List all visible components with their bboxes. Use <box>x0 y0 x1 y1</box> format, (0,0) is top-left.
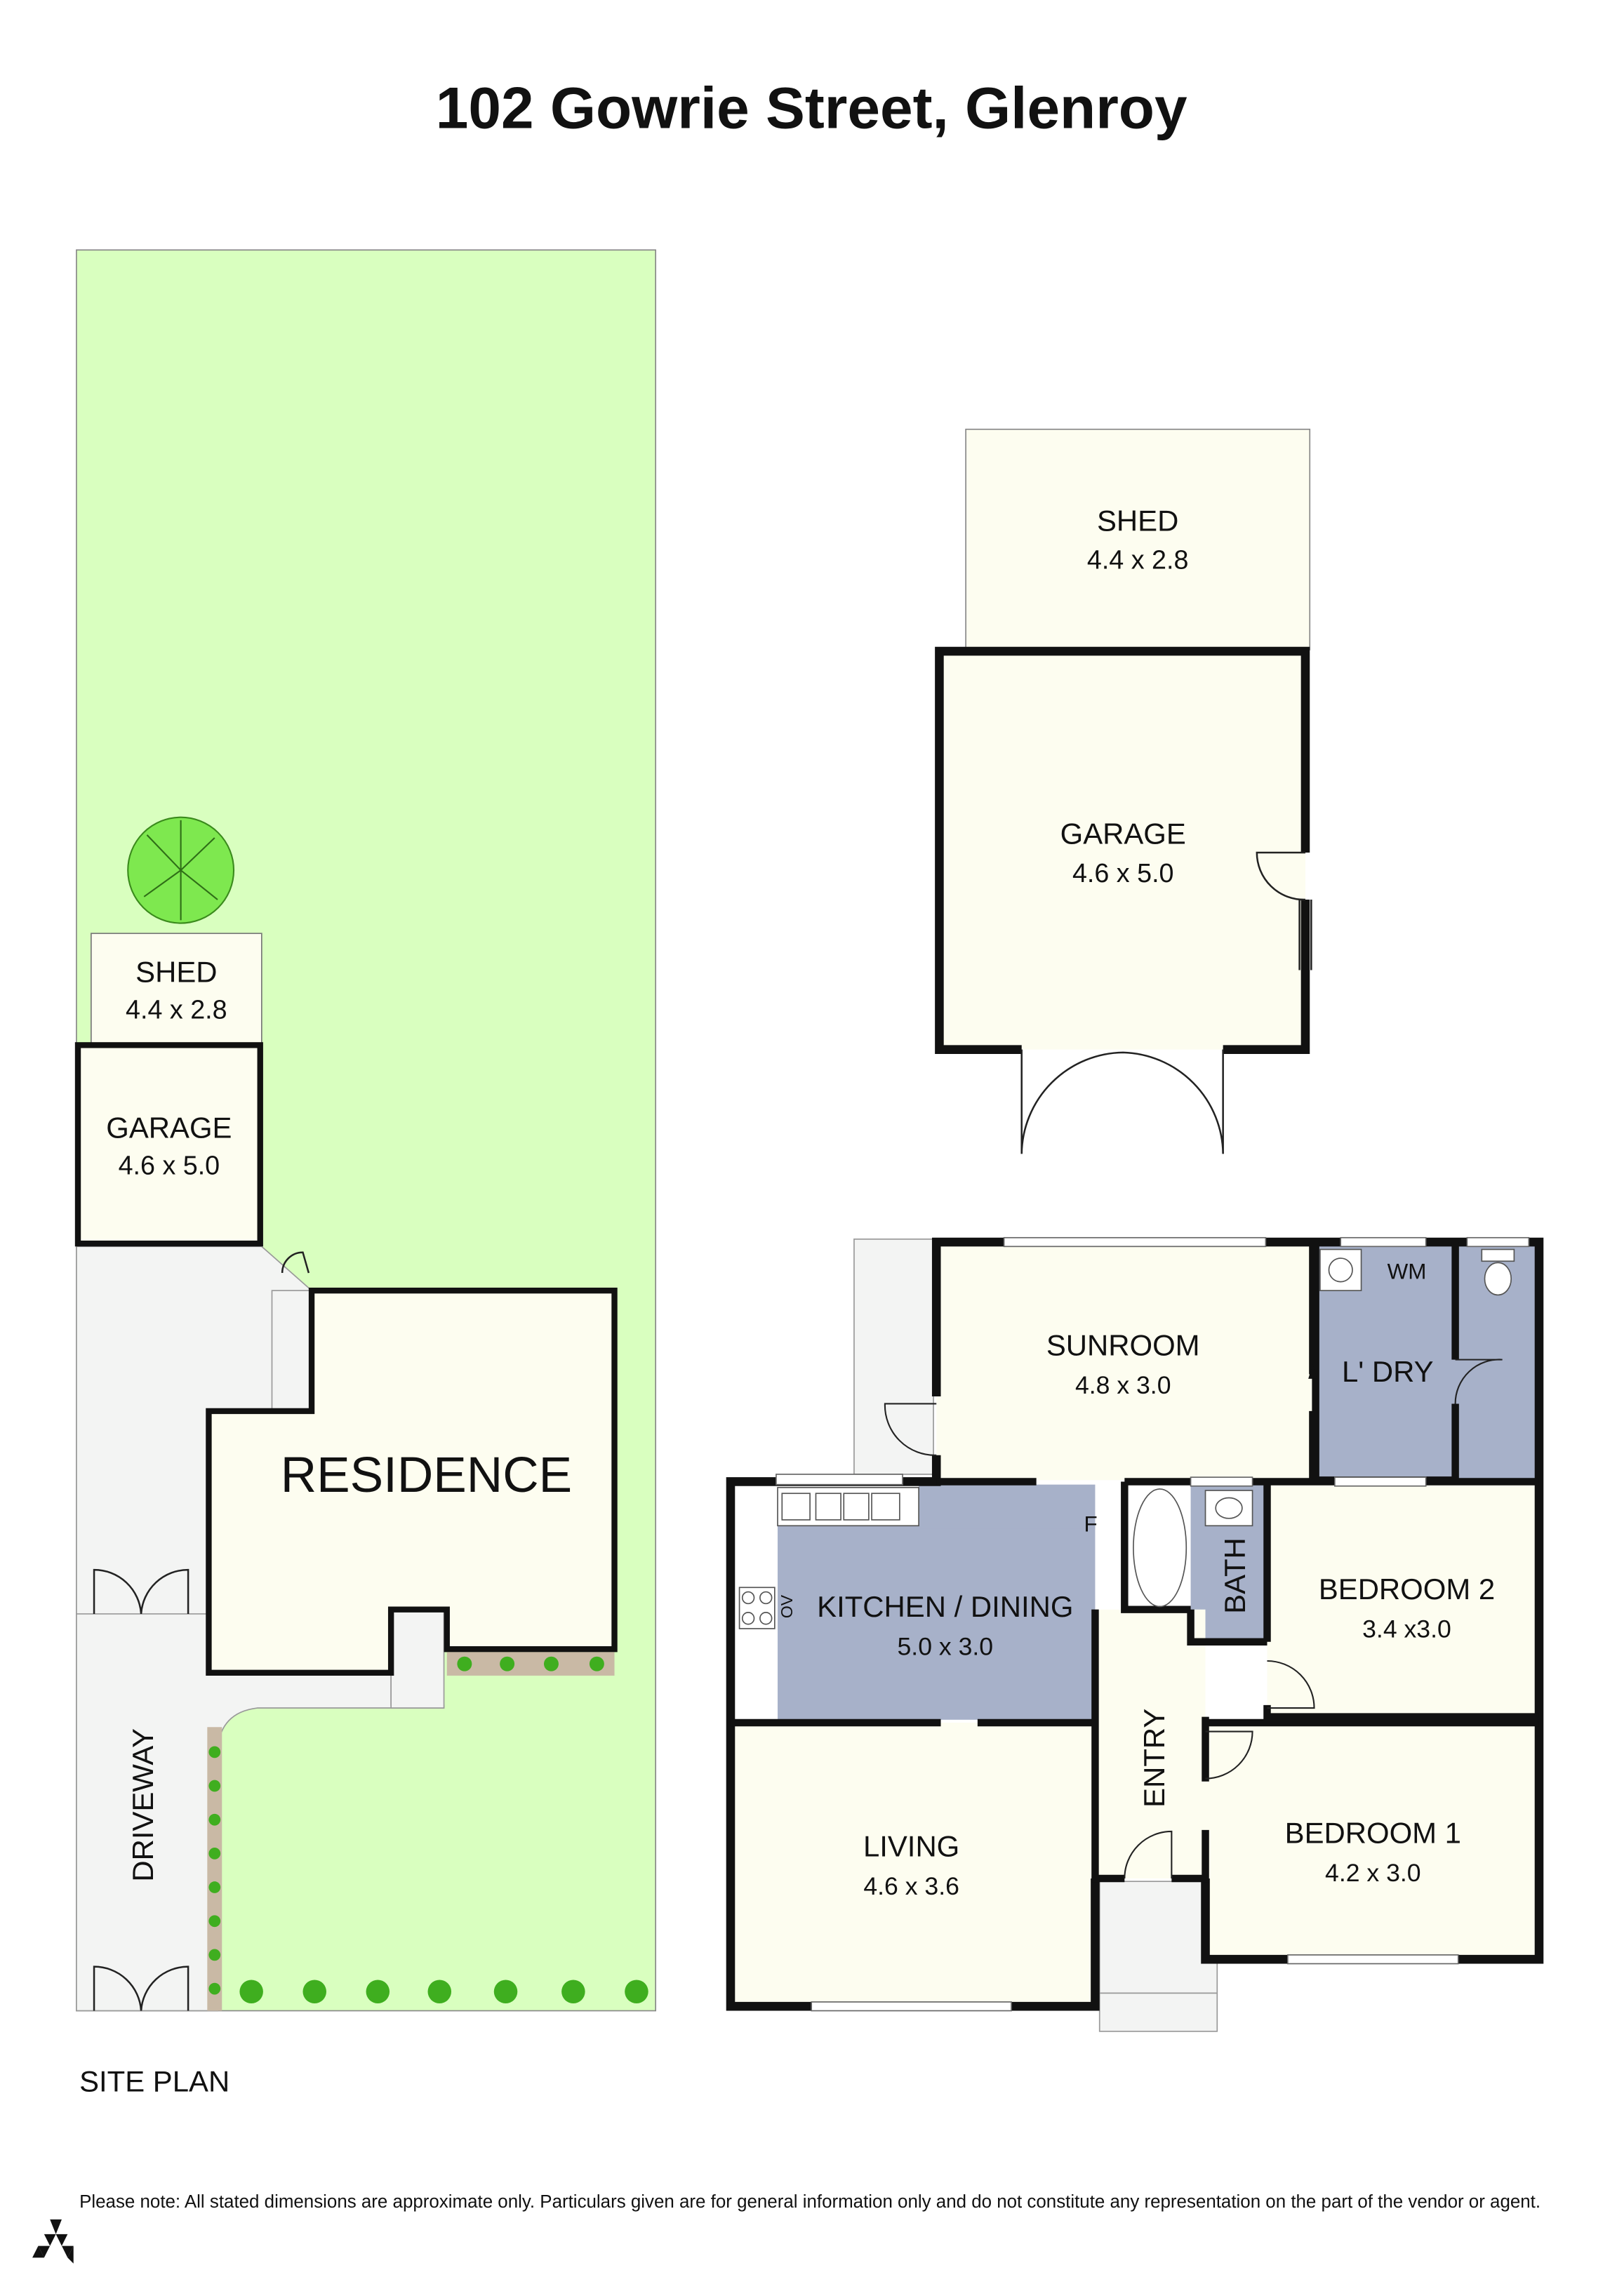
living-dims: 4.6 x 3.6 <box>863 1872 959 1900</box>
toilet-icon <box>1481 1248 1515 1296</box>
driveway-label: DRIVEWAY <box>126 1728 159 1882</box>
site-garage-dims: 4.6 x 5.0 <box>119 1151 220 1180</box>
page-title: 102 Gowrie Street, Glenroy <box>436 74 1187 140</box>
bathtub-icon <box>1133 1488 1187 1608</box>
sunroom-label: SUNROOM <box>1046 1328 1200 1361</box>
cooktop-icon <box>738 1587 776 1629</box>
living-label: LIVING <box>863 1830 959 1863</box>
site-plan-label: SITE PLAN <box>79 2065 229 2098</box>
kitchen-label: KITCHEN / DINING <box>817 1590 1073 1623</box>
fridge-label: F <box>1084 1512 1098 1537</box>
site-plan: SHED 4.4 x 2.8 GARAGE 4.6 x 5.0 RESIDENC… <box>74 249 657 2098</box>
shed-dims: 4.4 x 2.8 <box>1087 545 1189 575</box>
site-garage-label: GARAGE <box>106 1111 232 1144</box>
bedroom2-label: BEDROOM 2 <box>1319 1573 1495 1606</box>
windows <box>776 1236 1530 2012</box>
garage-dims: 4.6 x 5.0 <box>1072 858 1174 888</box>
residence <box>206 1287 618 1676</box>
disclaimer: Please note: All stated dimensions are a… <box>79 2191 1541 2212</box>
tree-icon <box>127 816 235 924</box>
bedroom2-dims: 3.4 x3.0 <box>1362 1615 1451 1643</box>
logo-icon <box>32 2219 74 2264</box>
bedroom1-label: BEDROOM 1 <box>1285 1817 1461 1850</box>
front-porch <box>1098 1881 1218 2032</box>
washing-machine-label: WM <box>1388 1259 1427 1283</box>
bath-label: BATH <box>1218 1537 1251 1614</box>
outbuildings: SHED 4.4 x 2.8 GARAGE 4.6 x 5.0 <box>935 428 1312 1154</box>
garage-label: GARAGE <box>1060 817 1186 850</box>
arrow-up-icon <box>1308 1363 1317 1379</box>
garage <box>939 651 1305 1050</box>
site-shed-label: SHED <box>135 955 217 988</box>
entry-label: ENTRY <box>1138 1709 1171 1808</box>
room-entry <box>1095 1609 1206 1878</box>
bedroom1-dims: 4.2 x 3.0 <box>1325 1859 1421 1887</box>
room-bedroom2 <box>1267 1484 1539 1717</box>
door-swings <box>884 1359 1503 1878</box>
residence-label: RESIDENCE <box>281 1448 572 1503</box>
sunroom-dims: 4.8 x 3.0 <box>1075 1371 1171 1399</box>
sink-icon <box>777 1487 919 1527</box>
room-sunroom <box>936 1242 1313 1481</box>
house-floor-plan: SUNROOM 4.8 x 3.0 L' DRY WM KITCHEN / DI… <box>726 1236 1544 2032</box>
gate-icon <box>93 1251 310 2011</box>
trough-icon <box>1319 1248 1362 1292</box>
room-living <box>730 1722 1096 2007</box>
basin-icon <box>1204 1490 1253 1527</box>
laundry-label: L' DRY <box>1342 1355 1434 1388</box>
site-shed <box>91 933 262 1045</box>
shed <box>965 428 1311 650</box>
oven-label: OV <box>778 1594 796 1618</box>
hedge <box>207 1652 648 2011</box>
site-garage <box>74 1042 263 1247</box>
site-shed-dims: 4.4 x 2.8 <box>126 995 227 1024</box>
shed-label: SHED <box>1097 504 1178 537</box>
kitchen-dims: 5.0 x 3.0 <box>898 1633 994 1661</box>
room-bedroom1 <box>1205 1722 1539 1960</box>
side-porch <box>853 1239 934 1475</box>
